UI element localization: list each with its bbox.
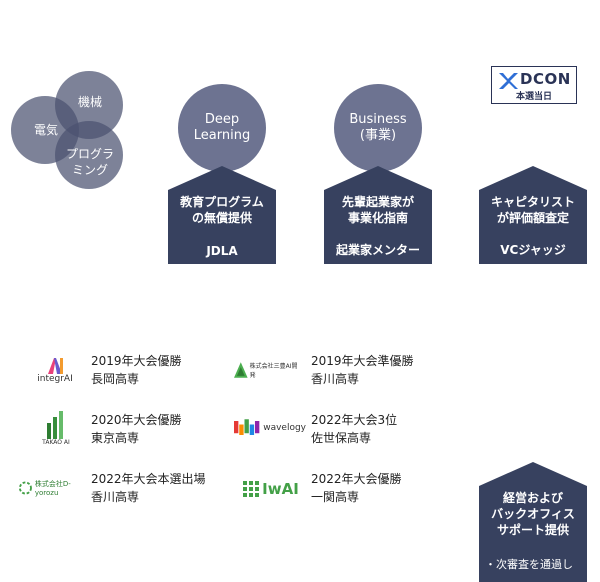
iwai-mark-icon (243, 481, 260, 497)
mitoyo-ai-logo: 株式会社三豊AI開発 (234, 358, 302, 382)
award-line2: 佐世保高専 (311, 431, 372, 445)
takao-mark-icon (47, 410, 63, 439)
wavelogy-mark-icon (234, 419, 260, 435)
award-line2: 長岡高専 (91, 372, 140, 386)
takao-ai-logo: TAKAO AI (40, 408, 72, 448)
jdla-pillar: 教育プログラム の無償提供 JDLA (168, 166, 276, 264)
dcon-sub: 本選当日 (515, 92, 552, 102)
backoffice-pillar: 経営および バックオフィス サポート提供 ・次審査を通過し (479, 462, 587, 582)
award-line2: 東京高専 (91, 431, 140, 445)
award-line1: 2022年大会本選出場 (91, 472, 206, 486)
award-line1: 2019年大会優勝 (91, 354, 182, 368)
wavelogy-wordmark: wavelogy (263, 423, 306, 433)
d-yorozu-mark-icon (18, 481, 32, 495)
award-line2: 香川高専 (311, 372, 360, 386)
venn-circle-programming (55, 121, 123, 189)
pillar-role: JDLA (206, 244, 238, 258)
d-yorozu-wordmark: 株式会社D-yorozu (34, 480, 71, 497)
integrai-mark-icon (48, 358, 63, 374)
award-line2: 一関高専 (311, 490, 360, 504)
iwai-logo: IwAI (240, 478, 302, 500)
backoffice-cut-text: ・次審査を通過し (485, 558, 573, 571)
pillar-title: 先輩起業家が 事業化指南 (341, 195, 414, 225)
pillar-title: 教育プログラム の無償提供 (180, 195, 264, 225)
integrai-logo: integrAI (30, 352, 80, 388)
backoffice-title: 経営および バックオフィス サポート提供 (491, 491, 575, 537)
deep-learning-circle: Deep Learning (178, 84, 266, 172)
business-circle: Business (事業) (334, 84, 422, 172)
award-line1: 2022年大会優勝 (311, 472, 402, 486)
award-line1: 2020年大会優勝 (91, 413, 182, 427)
mitoyo-mark-icon (234, 362, 248, 378)
mitoyo-wordmark: 株式会社三豊AI開発 (249, 363, 298, 379)
award-2022-third: 2022年大会3位 佐世保高専 (311, 411, 397, 447)
venn-label-programming: プログラ ミング (65, 147, 114, 177)
takao-wordmark: TAKAO AI (42, 438, 70, 446)
integrai-wordmark: integrAI (37, 374, 73, 384)
dcon-x-icon (499, 73, 518, 89)
pillar-title: キャピタリスト が評価額査定 (490, 195, 575, 225)
award-line1: 2022年大会3位 (311, 413, 398, 427)
wavelogy-logo: wavelogy (234, 416, 306, 440)
award-2019-runner-up: 2019年大会準優勝 香川高専 (311, 352, 414, 388)
vc-pillar: キャピタリスト が評価額査定 VCジャッジ (479, 166, 587, 264)
dcon-name: DCON (520, 70, 571, 88)
dcon-logo: DCON 本選当日 (491, 66, 577, 104)
award-2022-finalist: 2022年大会本選出場 香川高専 (91, 470, 206, 506)
award-line1: 2019年大会準優勝 (311, 354, 414, 368)
award-2022-winner: 2022年大会優勝 一関高専 (311, 470, 402, 506)
d-yorozu-logo: 株式会社D-yorozu (18, 478, 90, 498)
iwai-wordmark: IwAI (262, 480, 299, 498)
mentor-pillar: 先輩起業家が 事業化指南 起業家メンター (324, 166, 432, 264)
venn-label-mechanical: 機械 (77, 95, 102, 109)
award-2019-winner: 2019年大会優勝 長岡高専 (91, 352, 182, 388)
award-line2: 香川高専 (91, 490, 140, 504)
pillar-role: VCジャッジ (500, 243, 566, 257)
venn-label-electrical: 電気 (33, 123, 58, 137)
award-2020-winner: 2020年大会優勝 東京高専 (91, 411, 182, 447)
pillar-role: 起業家メンター (335, 243, 420, 257)
